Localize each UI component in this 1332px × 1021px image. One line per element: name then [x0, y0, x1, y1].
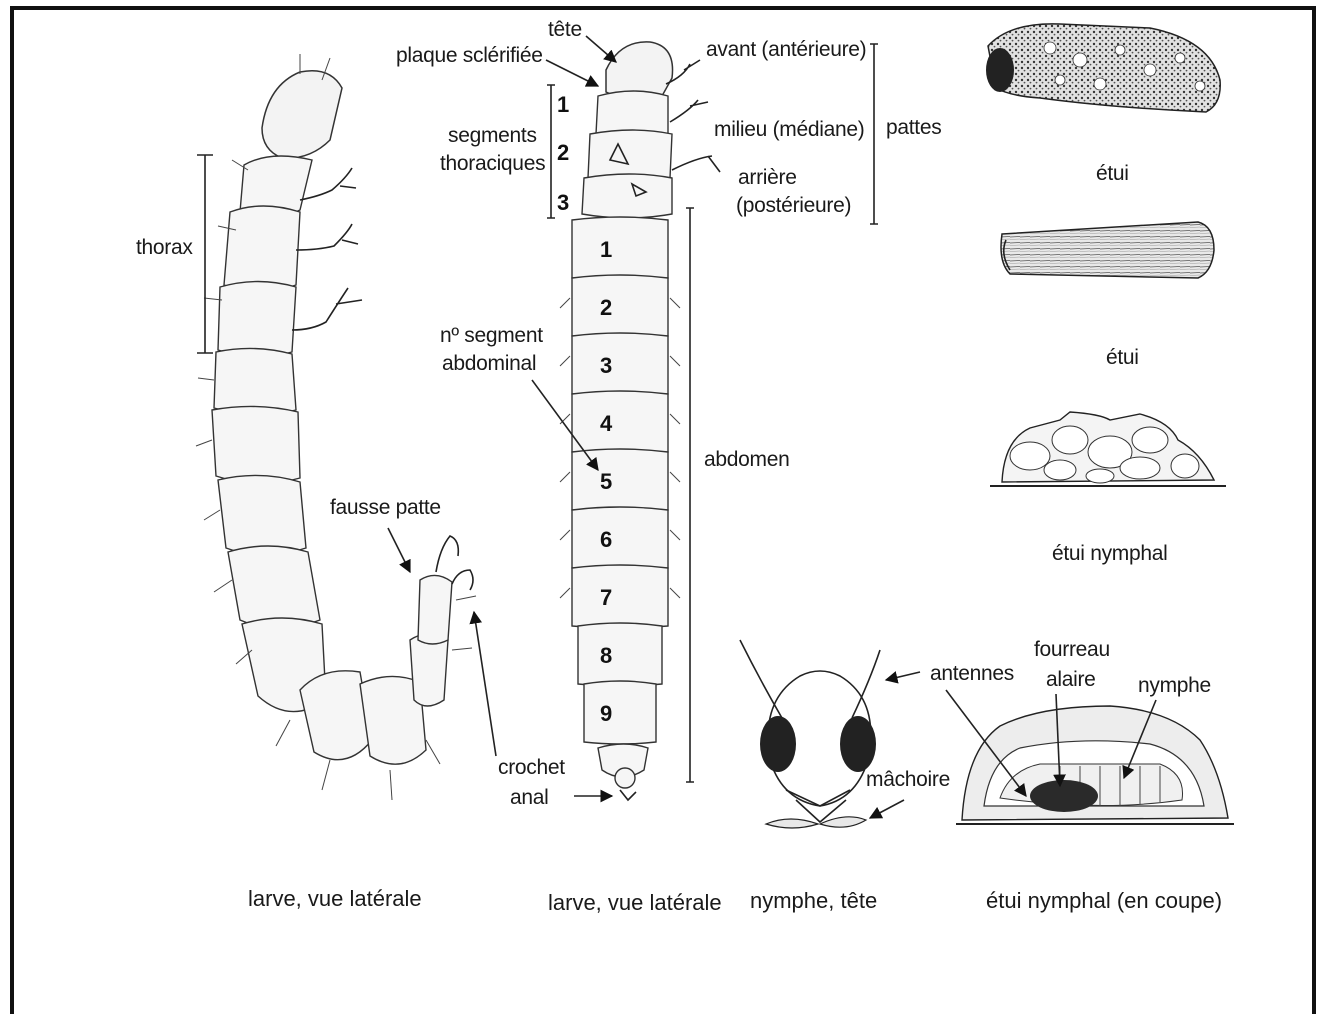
gill-mark	[670, 530, 680, 540]
case-pupal-section	[956, 706, 1234, 824]
milieu-label: milieu (médiane)	[714, 118, 864, 141]
abdominal-segment	[572, 217, 668, 280]
abdomen-bracket	[686, 208, 694, 782]
larva-dorsal-middle: 1 2 3 4 5 6 7 8 9	[560, 42, 720, 800]
arriere-label-1: arrière	[738, 166, 797, 189]
etui-label-1: étui	[1096, 162, 1129, 185]
gill-mark	[670, 414, 680, 424]
caption-larve-middle: larve, vue latérale	[548, 890, 722, 915]
gill-mark	[560, 356, 570, 366]
gill-mark	[560, 530, 570, 540]
fourreau-label-2: alaire	[1046, 668, 1096, 691]
larva-lateral-left	[196, 54, 476, 800]
pattes-label: pattes	[886, 116, 941, 139]
fourreau-label-1: fourreau	[1034, 638, 1110, 661]
avant-label: avant (antérieure)	[706, 38, 866, 61]
abdominal-segment	[572, 449, 668, 512]
abdominal-segment-number: 2	[600, 295, 612, 320]
etui-label-2: étui	[1106, 346, 1139, 369]
gill-mark	[560, 298, 570, 308]
thorax-label: thorax	[136, 236, 193, 259]
fausse-patte-label: fausse patte	[330, 496, 441, 519]
arriere-label-2: (postérieure)	[736, 194, 851, 217]
abdominal-segment-number: 7	[600, 585, 612, 610]
abdominal-segment	[584, 681, 656, 744]
case-wood	[1001, 222, 1214, 278]
abdominal-segment	[578, 623, 662, 686]
abdominal-segment	[572, 565, 668, 628]
abdominal-segment-number: 5	[600, 469, 612, 494]
plaque-label: plaque sclérifiée	[396, 44, 543, 67]
crochet-label-2: anal	[510, 786, 549, 809]
gill-mark	[670, 356, 680, 366]
nymphe-label: nymphe	[1138, 674, 1211, 697]
gill-mark	[560, 588, 570, 598]
nymph-head	[740, 640, 880, 828]
no-segment-label-1: nº segment	[440, 324, 543, 347]
gill-mark	[670, 472, 680, 482]
abdomen-label: abdomen	[704, 448, 789, 471]
no-segment-label-2: abdominal	[442, 352, 536, 375]
caption-larve-left: larve, vue latérale	[248, 886, 422, 911]
etui-nymphal-label: étui nymphal	[1052, 542, 1167, 565]
machoire-label: mâchoire	[866, 768, 950, 791]
caption-etui-coupe: étui nymphal (en coupe)	[986, 888, 1222, 913]
antennes-label: antennes	[930, 662, 1014, 685]
gill-mark	[670, 298, 680, 308]
abdominal-segment-number: 9	[600, 701, 612, 726]
tete-label: tête	[548, 18, 582, 41]
abdominal-segment-number: 1	[600, 237, 612, 262]
abdominal-segment	[572, 275, 668, 338]
abdominal-segment-number: 8	[600, 643, 612, 668]
segments-thoraciques-label-1: segments	[448, 124, 537, 147]
thoracic-number-1: 1	[557, 92, 569, 117]
caption-nymphe-tete: nymphe, tête	[750, 888, 877, 913]
crochet-label-1: crochet	[498, 756, 565, 779]
abdominal-segment	[572, 391, 668, 454]
abdominal-segment-number: 4	[600, 411, 613, 436]
case-pupal-stone	[990, 412, 1226, 486]
thoracic-number-3: 3	[557, 190, 569, 215]
thoracic-number-2: 2	[557, 140, 569, 165]
pattes-bracket	[870, 44, 878, 224]
abdominal-segment	[572, 333, 668, 396]
abdominal-segment-number: 3	[600, 353, 612, 378]
abdominal-segment	[572, 507, 668, 570]
gill-mark	[670, 588, 680, 598]
thoracic-bracket	[547, 85, 555, 218]
abdominal-segment-number: 6	[600, 527, 612, 552]
segments-thoraciques-label-2: thoraciques	[440, 152, 545, 175]
gill-mark	[560, 472, 570, 482]
case-stone-1	[986, 24, 1220, 112]
